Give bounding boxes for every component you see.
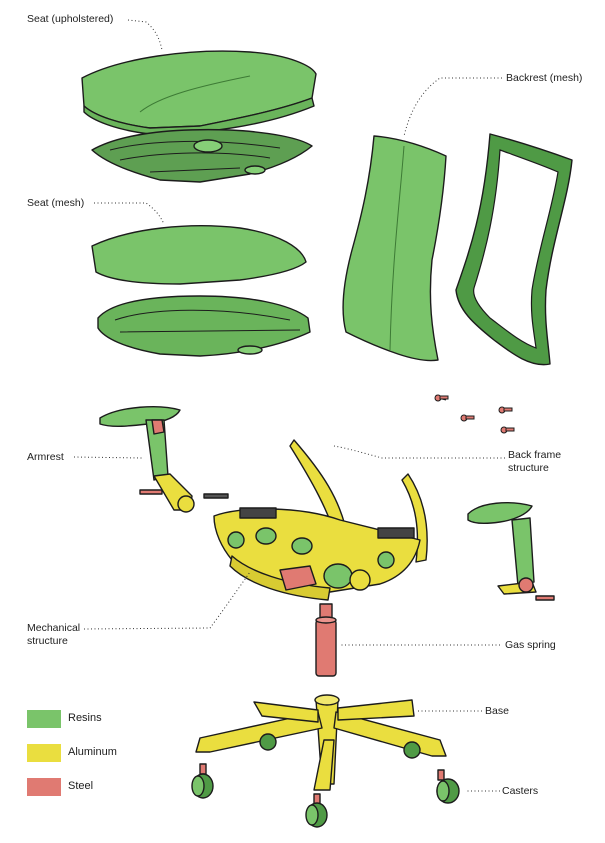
backrest-mesh-part [342, 135, 447, 362]
seat-upholstered-part [81, 50, 317, 135]
legend-label-aluminum: Aluminum [68, 746, 117, 758]
seat-mesh-part [91, 225, 307, 285]
legend-swatch-resins [27, 710, 61, 728]
backrest-frame [455, 133, 573, 366]
legend-swatch-aluminum [27, 744, 61, 762]
label-backrest-mesh: Backrest (mesh) [506, 72, 583, 84]
seat-upholstered-frame [91, 128, 313, 183]
screws [434, 394, 515, 434]
armrest-left-part [99, 406, 229, 513]
label-seat-upholstered: Seat (upholstered) [27, 13, 114, 25]
casters-part [191, 733, 460, 828]
label-armrest: Armrest [27, 451, 64, 463]
label-back-frame-line2: structure [508, 462, 549, 474]
label-mechanical-line2: structure [27, 635, 68, 647]
label-mechanical-line1: Mechanical [27, 622, 81, 634]
label-gas-spring: Gas spring [505, 639, 556, 651]
label-back-frame-line1: Back frame [508, 449, 562, 461]
gas-spring-part [315, 603, 337, 677]
mechanical-structure-part [213, 507, 421, 601]
seat-mesh-frame [97, 295, 311, 357]
label-seat-mesh: Seat (mesh) [27, 197, 85, 209]
label-casters: Casters [502, 785, 539, 797]
legend-label-resins: Resins [68, 712, 102, 724]
label-base: Base [485, 705, 509, 717]
leader-lines [73, 19, 505, 792]
legend-swatch-steel [27, 778, 61, 796]
legend-label-steel: Steel [68, 780, 94, 792]
armrest-right-part [467, 502, 555, 601]
